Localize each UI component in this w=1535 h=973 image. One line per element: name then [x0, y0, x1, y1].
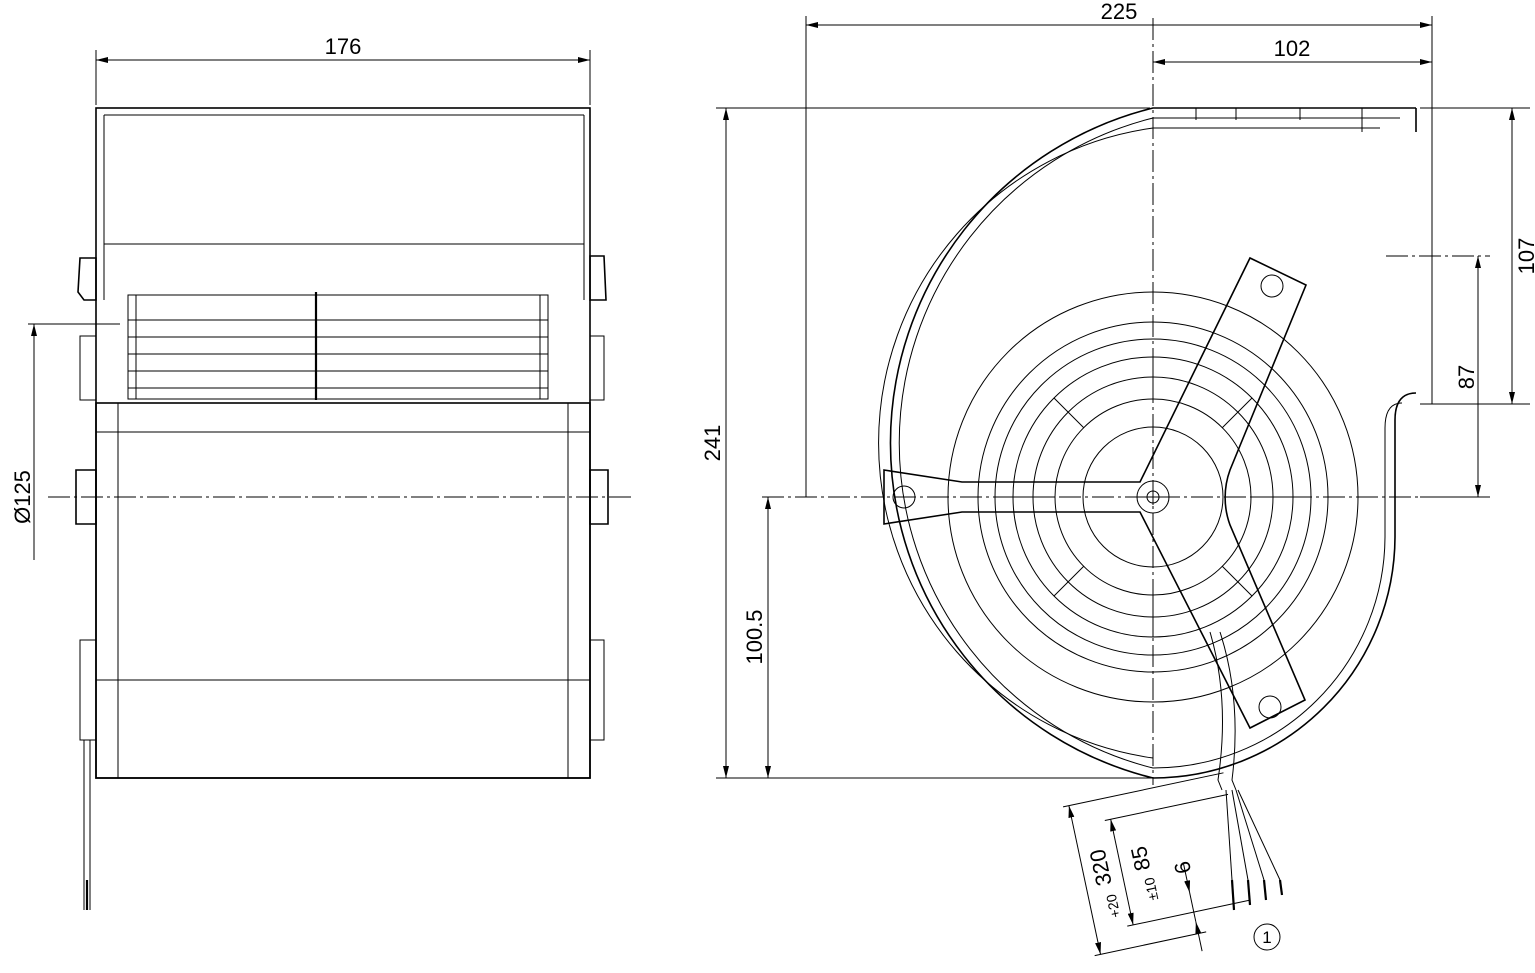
dim-outlet-offset-label: 102	[1274, 36, 1311, 61]
front-cable	[1209, 631, 1284, 911]
scroll-housing	[878, 107, 1417, 779]
dim-outlet-to-axis: 87	[1386, 255, 1490, 498]
dim-outlet-height-label: 107	[1514, 238, 1535, 275]
dim-outlet-to-axis-label: 87	[1454, 365, 1479, 389]
dim-side-width: 176	[95, 34, 591, 105]
svg-text:85: 85	[1126, 844, 1156, 873]
dim-cable-strip-tol: ±10	[1141, 876, 1162, 902]
svg-text:+20: +20	[1103, 893, 1124, 920]
svg-text:6: 6	[1169, 859, 1196, 876]
dim-cable-labels: 320 +20 85 ±10 6	[1085, 844, 1197, 919]
side-cable	[83, 740, 91, 910]
dim-axis-height-label: 100.5	[742, 609, 767, 664]
dim-axis-height: 100.5	[742, 497, 771, 778]
dim-cable	[1062, 772, 1251, 957]
dim-overall-height-label: 241	[700, 425, 725, 462]
dim-side-width-label: 176	[325, 34, 362, 59]
callout-cable-label: 1	[1262, 928, 1271, 947]
dim-outlet-height: 107	[1420, 107, 1535, 405]
screw-bottom-icon	[1258, 695, 1282, 719]
screw-top-icon	[1260, 274, 1284, 298]
dim-cable-strip-label: 85	[1126, 844, 1156, 873]
mounting-bracket	[883, 256, 1308, 730]
dim-inlet-diameter-label: Ø125	[10, 470, 35, 524]
dim-overall-width: 225	[805, 0, 1433, 497]
dim-cable-length-tol: +20	[1103, 893, 1124, 920]
side-housing-outline	[95, 107, 591, 779]
dim-overall-height: 241	[700, 107, 1160, 779]
dim-inlet-diameter: Ø125	[10, 323, 120, 560]
svg-text:±10: ±10	[1141, 876, 1162, 902]
dim-outlet-offset: 102	[1153, 36, 1432, 65]
dim-cable-length-label: 320	[1085, 847, 1117, 888]
front-view: 225 102 241 100.5 107	[700, 0, 1535, 957]
side-impeller	[127, 292, 549, 400]
dim-overall-width-label: 225	[1101, 0, 1138, 24]
dim-wire-strip-label: 6	[1169, 859, 1196, 876]
side-motor-body	[95, 402, 591, 779]
callout-cable: 1	[1253, 923, 1281, 951]
side-view: 176 Ø125	[10, 34, 632, 910]
svg-text:320: 320	[1085, 847, 1117, 888]
